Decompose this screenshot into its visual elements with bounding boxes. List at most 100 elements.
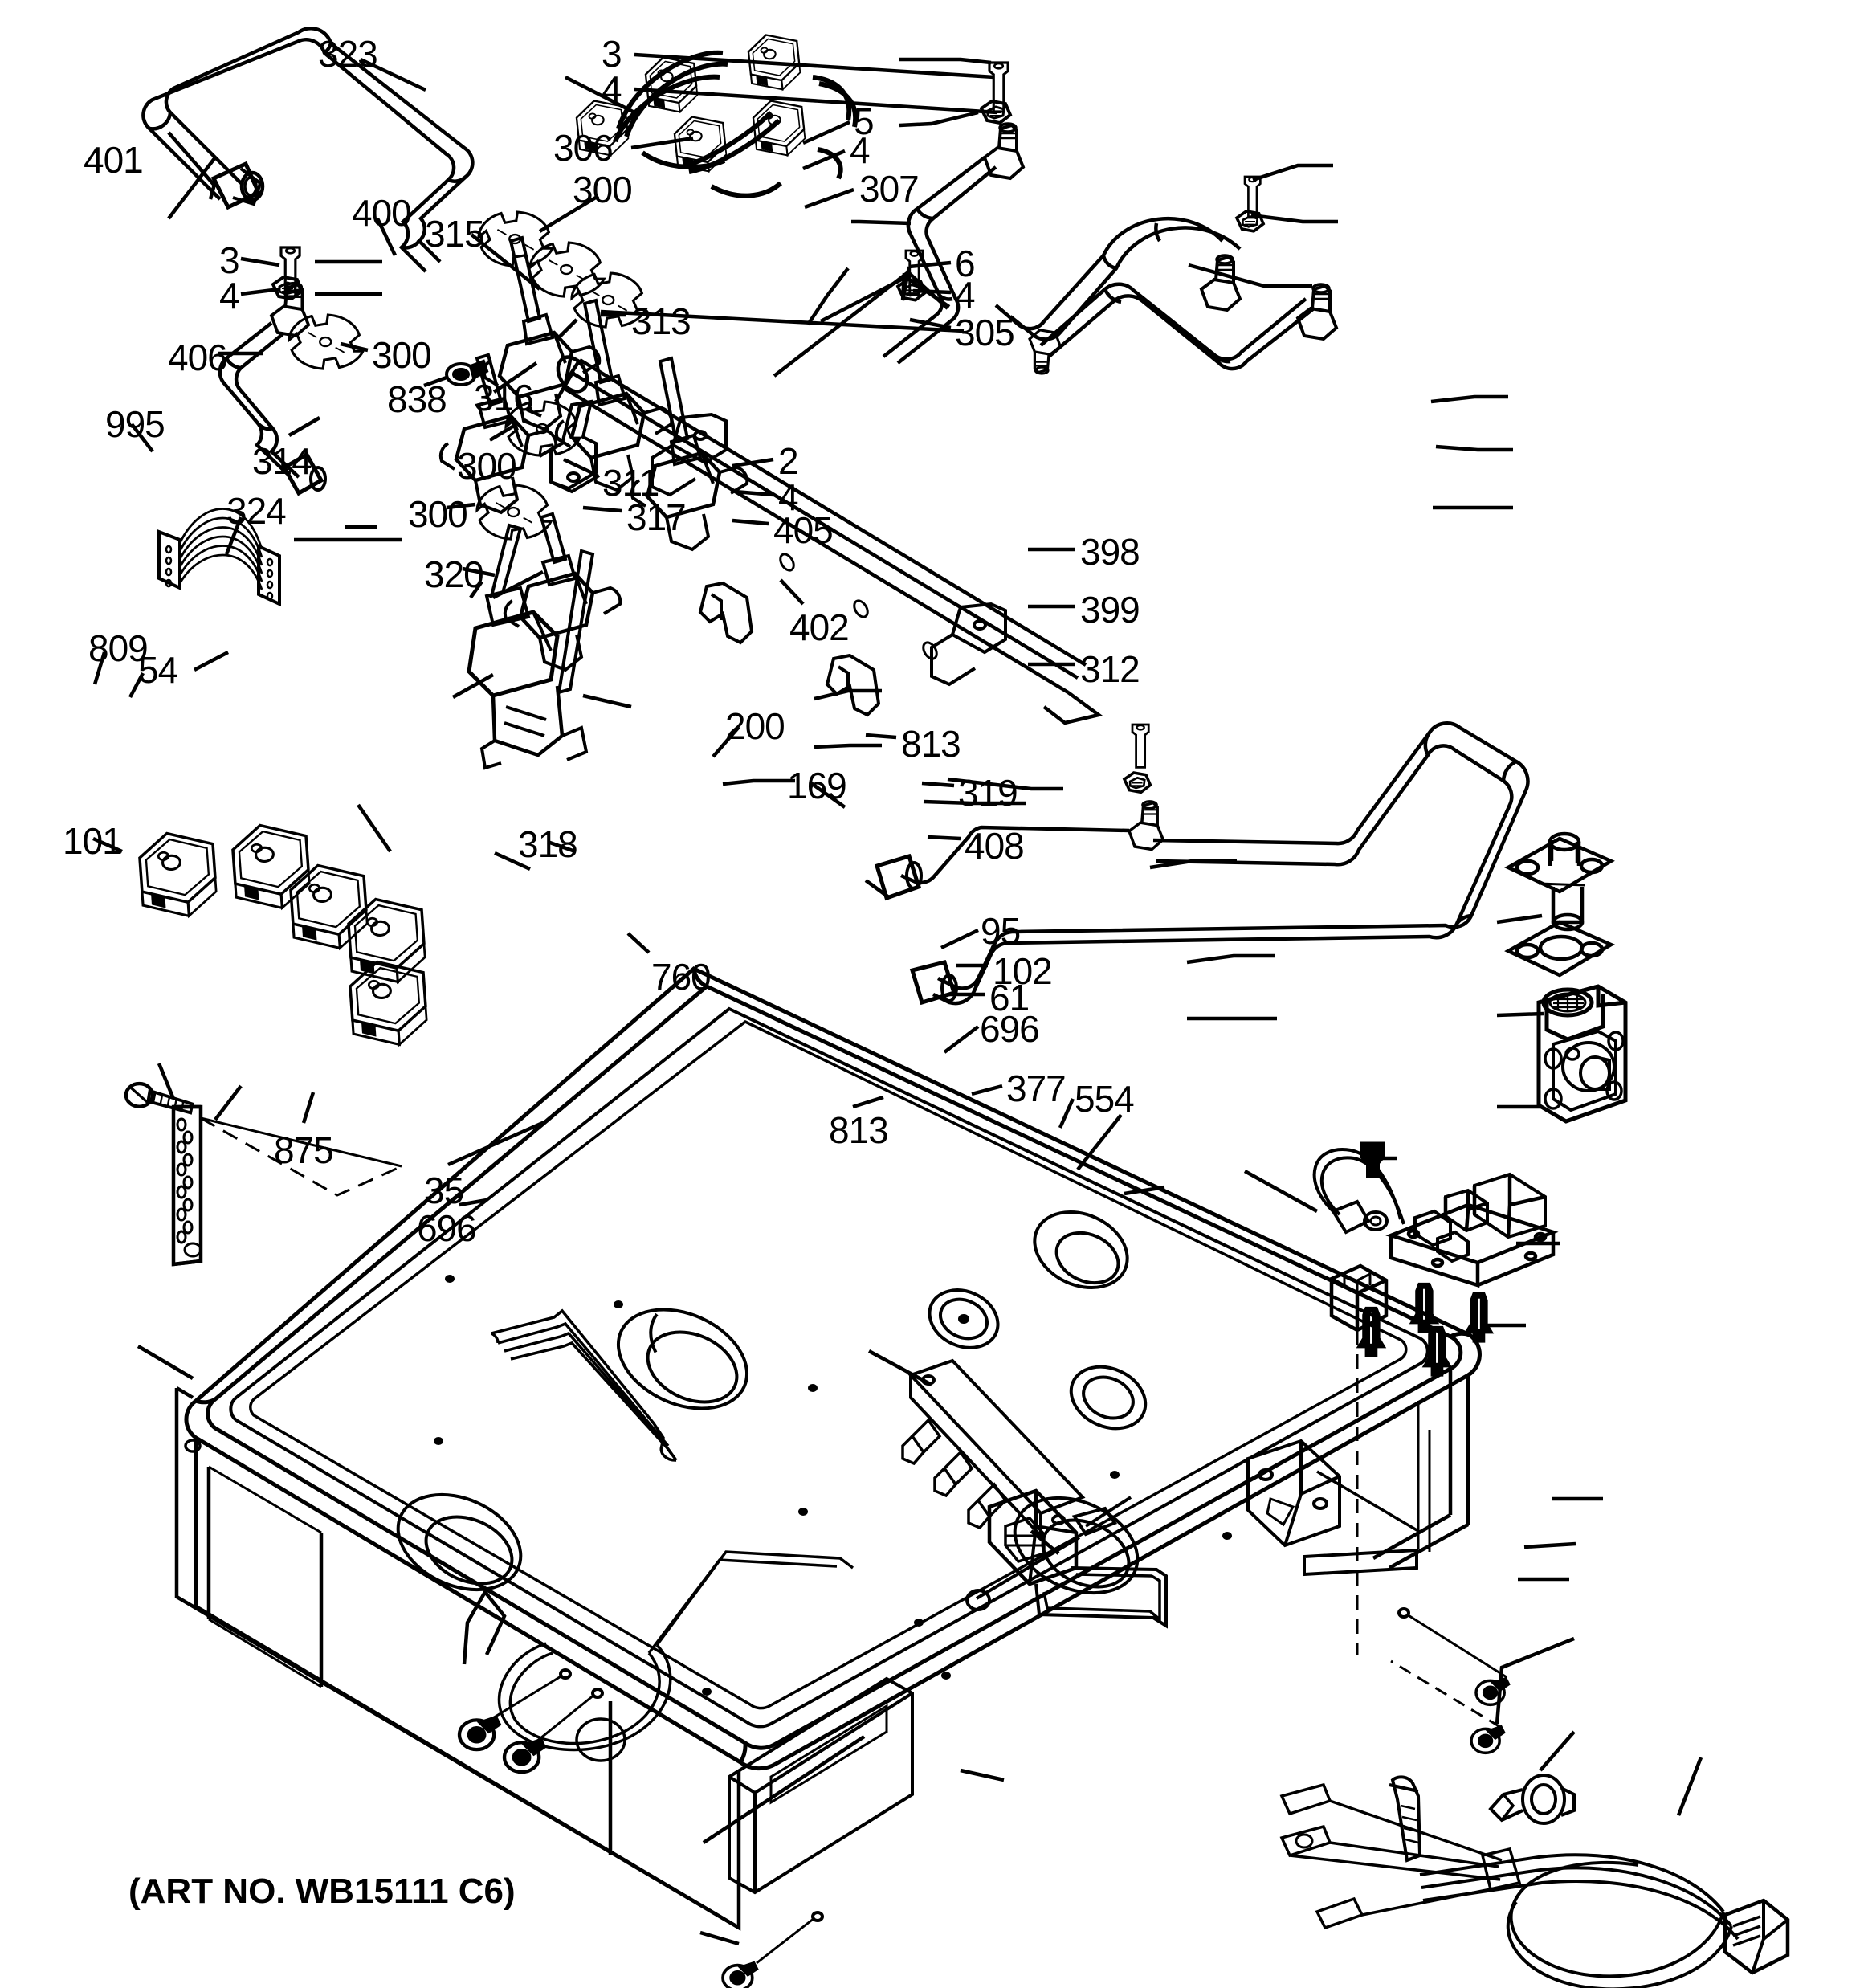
callout-323-spark-switch-harness: 323 [318,33,378,75]
leader-35 [447,1119,547,1167]
leader-320 [462,566,496,578]
callout-313-burner-valve: 313 [631,300,691,342]
callout-317-burner-valve: 317 [626,496,687,538]
part-61-trim-strip [1303,1548,1418,1577]
part-696-screws-right [1390,1607,1511,1755]
leader-54 [128,672,145,699]
callout-318-igniter-bracket: 318 [518,823,578,865]
callout-300-burner-orifice-holder: 300 [457,445,517,487]
leader-5 [802,120,850,145]
leader-169 [810,782,846,809]
part-4-nut-e [1123,771,1152,794]
leader-4 [634,87,998,115]
leader-875 [301,1092,316,1124]
leader-317 [582,505,622,513]
callout-2-orifice-spud: 2 [778,440,799,482]
callout-307-gas-tube: 307 [859,168,920,210]
callout-696-screw: 696 [417,1207,477,1249]
callout-4-nut: 4 [955,274,976,316]
part-35-front-frame [728,1676,914,1895]
leader-813 [865,733,897,740]
leader-402 [779,578,805,606]
callout-405-gas-tube-fitting: 405 [773,509,834,551]
leader-377 [971,1084,1003,1096]
callout-838-screw: 838 [387,378,447,420]
callout-300-burner-orifice-holder: 300 [408,493,468,535]
callout-4-nut: 4 [778,476,799,518]
callout-4-nut: 4 [850,129,871,171]
cooktop-burner-ports [396,1210,1232,1696]
callout-5-orifice-spud: 5 [854,100,875,142]
leader-4 [912,288,952,295]
callout-300-burner-orifice-holder: 300 [372,334,432,376]
part-319-spark-module-ground-wire [1312,1148,1405,1235]
art-number-label: (ART NO. WB15111 C6) [128,1872,516,1911]
leader-813 [852,1095,884,1109]
part-307-gas-tube [994,216,1240,341]
part-324-spark-switch-bank [137,820,430,1050]
callout-813-screw: 813 [829,1109,889,1151]
leader-300 [488,424,516,442]
callout-311-valve-stem: 311 [602,462,659,504]
callout-398-regulator-bracket: 398 [1080,531,1140,573]
part-377-strain-relief [1488,1774,1576,1825]
leader-696 [459,1198,487,1207]
callout-102-side-panel: 102 [993,950,1053,992]
leader-305 [909,317,952,330]
leader-554 [1058,1098,1075,1129]
callout-760-igniter-electrode: 760 [651,956,712,998]
leader-6 [908,260,952,269]
leader-300 [446,502,476,510]
callout-324-spark-switch: 324 [226,490,287,532]
leader-408 [927,835,961,841]
callout-leaders-generated [92,52,1075,1207]
leader-4 [734,489,774,497]
callout-54-anti-tip-bracket: 54 [138,649,178,691]
callout-200-cooktop-main-top: 200 [725,705,785,747]
leader-838 [423,375,447,388]
leader-95 [940,928,979,950]
callout-3-orifice-spud: 3 [602,33,622,75]
part-838-screw [445,359,489,386]
leader-314 [288,416,321,437]
callout-408-pcb-standoff: 408 [965,825,1025,867]
leader-405 [732,518,769,526]
callout-400-manifold-pipe: 400 [352,192,412,234]
callout-809-screw: 809 [88,627,149,669]
leader-2 [732,457,774,468]
part-2-orifice-spud [1131,723,1150,769]
callout-320-burner-valve: 320 [424,553,484,595]
callout-leader-lines [137,57,1703,1946]
part-402-gas-supply-tube [874,721,1530,1006]
callout-401-gas-supply-tube: 401 [84,139,144,181]
callout-305-gas-tube: 305 [955,312,1015,353]
part-696-screw-bottom [721,1911,824,1988]
part-300-burner-orifice-holder-f [475,484,553,541]
callout-995-wire-harness: 995 [105,403,165,445]
leader-323 [360,57,426,92]
leader-3 [634,52,995,80]
part-300-burner-orifice-holder-d [288,313,365,370]
leader-401 [167,131,217,188]
callout-4-nut: 4 [602,68,622,110]
cooktop-rear-bracket [1246,1439,1341,1548]
leader-3 [240,256,280,267]
part-323-spark-switch-harness [573,31,859,198]
callout-554-power-cord: 554 [1075,1078,1135,1120]
callout-314-burner-valve: 314 [252,440,312,482]
leader-101 [92,836,123,854]
part-313-burner-valve [630,356,749,552]
callout-813-screw: 813 [901,723,961,765]
leader-318 [547,839,576,854]
leader-324 [224,516,243,555]
leader-696 [943,1025,980,1054]
part-102-side-panel-right [1372,1369,1470,1570]
callout-399-regulator-gasket: 399 [1080,589,1140,631]
leader-300 [538,194,600,233]
part-399-regulator-gasket [1504,920,1615,978]
callout-696-screw: 696 [980,1008,1040,1050]
callout-406-gas-tube: 406 [168,337,228,378]
callout-61-trim-strip: 61 [989,977,1030,1018]
part-995-wire-harness [157,508,281,607]
